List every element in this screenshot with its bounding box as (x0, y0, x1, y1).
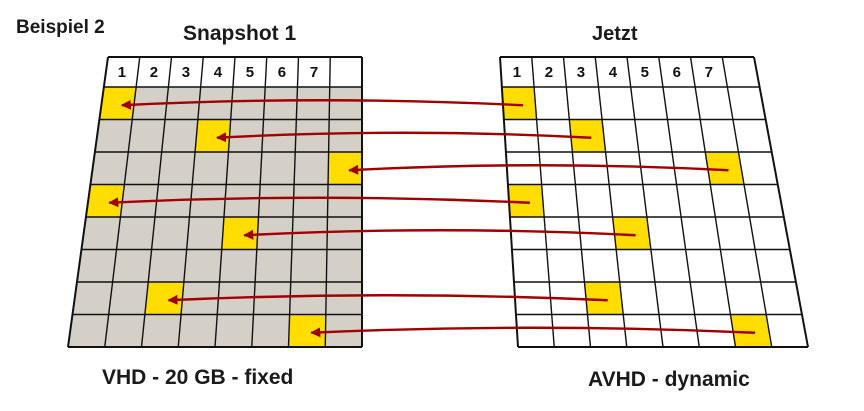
current-highlighted-block-2 (569, 119, 606, 152)
snapshot-highlighted-block-7 (288, 314, 326, 347)
mapping-arrow-2 (216, 131, 592, 143)
current-grid-column-line (658, 56, 700, 348)
mapping-arrow-3 (348, 164, 729, 175)
example-label: Beispiel 2 (16, 17, 105, 38)
snapshot-grid-column-line (140, 56, 173, 348)
mapping-arrow-7 (310, 326, 756, 338)
current-highlighted-block-5 (612, 217, 651, 250)
current-column-number: 4 (609, 64, 618, 81)
current-grid-column-line (689, 56, 737, 348)
current-title: Jetzt (592, 23, 638, 45)
snapshot-grid-column-line (287, 56, 300, 348)
snapshot-highlighted-block-1 (99, 87, 137, 120)
current-grid-column-line (721, 56, 773, 348)
current-column-number: 2 (545, 64, 553, 81)
snapshot-column-number: 5 (246, 64, 254, 81)
current-highlighted-block-1 (501, 87, 537, 120)
snapshot-title: Snapshot 1 (183, 22, 297, 45)
current-highlighted-block-3 (705, 152, 745, 185)
current-column-number: 5 (641, 64, 649, 81)
mapping-arrow-5 (243, 229, 636, 240)
snapshot-highlighted-block-4 (85, 184, 125, 217)
mapping-arrow-1 (120, 99, 524, 110)
snapshot-highlighted-block-3 (328, 152, 362, 185)
mapping-arrow-6 (167, 294, 608, 305)
snapshot-column-number: 4 (214, 64, 223, 81)
snapshot-column-number: 3 (182, 64, 190, 81)
snapshot-highlighted-block-5 (221, 217, 259, 250)
snapshot-column-number: 2 (150, 64, 158, 81)
snapshot-disk-grid: 1 2 3 4 5 6 7 (67, 56, 363, 348)
current-highlighted-block-6 (584, 282, 624, 315)
vhd-caption: VHD - 20 GB - fixed (102, 366, 294, 389)
mapping-arrow-4 (108, 196, 530, 208)
current-column-number: 3 (577, 64, 585, 81)
snapshot-highlighted-block-6 (144, 282, 184, 315)
snapshot-grid-column-line (324, 56, 331, 348)
current-column-number: 7 (705, 64, 713, 81)
snapshot-column-number: 6 (278, 64, 286, 81)
current-highlighted-block-4 (507, 184, 545, 217)
current-disk-grid: 1 2 3 4 5 6 7 (499, 56, 809, 348)
snapshot-highlighted-block-2 (195, 119, 231, 152)
current-highlighted-block-7 (730, 314, 772, 347)
current-column-number: 1 (513, 64, 521, 81)
snapshot-grid-column-line (67, 56, 109, 348)
snapshot-grid-column-line (251, 56, 268, 348)
snapshot-column-number: 7 (310, 64, 318, 81)
snapshot-column-number: 1 (118, 64, 126, 81)
avhd-caption: AVHD - dynamic (588, 368, 750, 391)
current-grid-column-line (594, 56, 628, 348)
arrow-layer (108, 99, 756, 338)
current-grid-column-line (626, 56, 664, 348)
current-grid-column-line (753, 56, 809, 348)
current-column-number: 6 (673, 64, 681, 81)
